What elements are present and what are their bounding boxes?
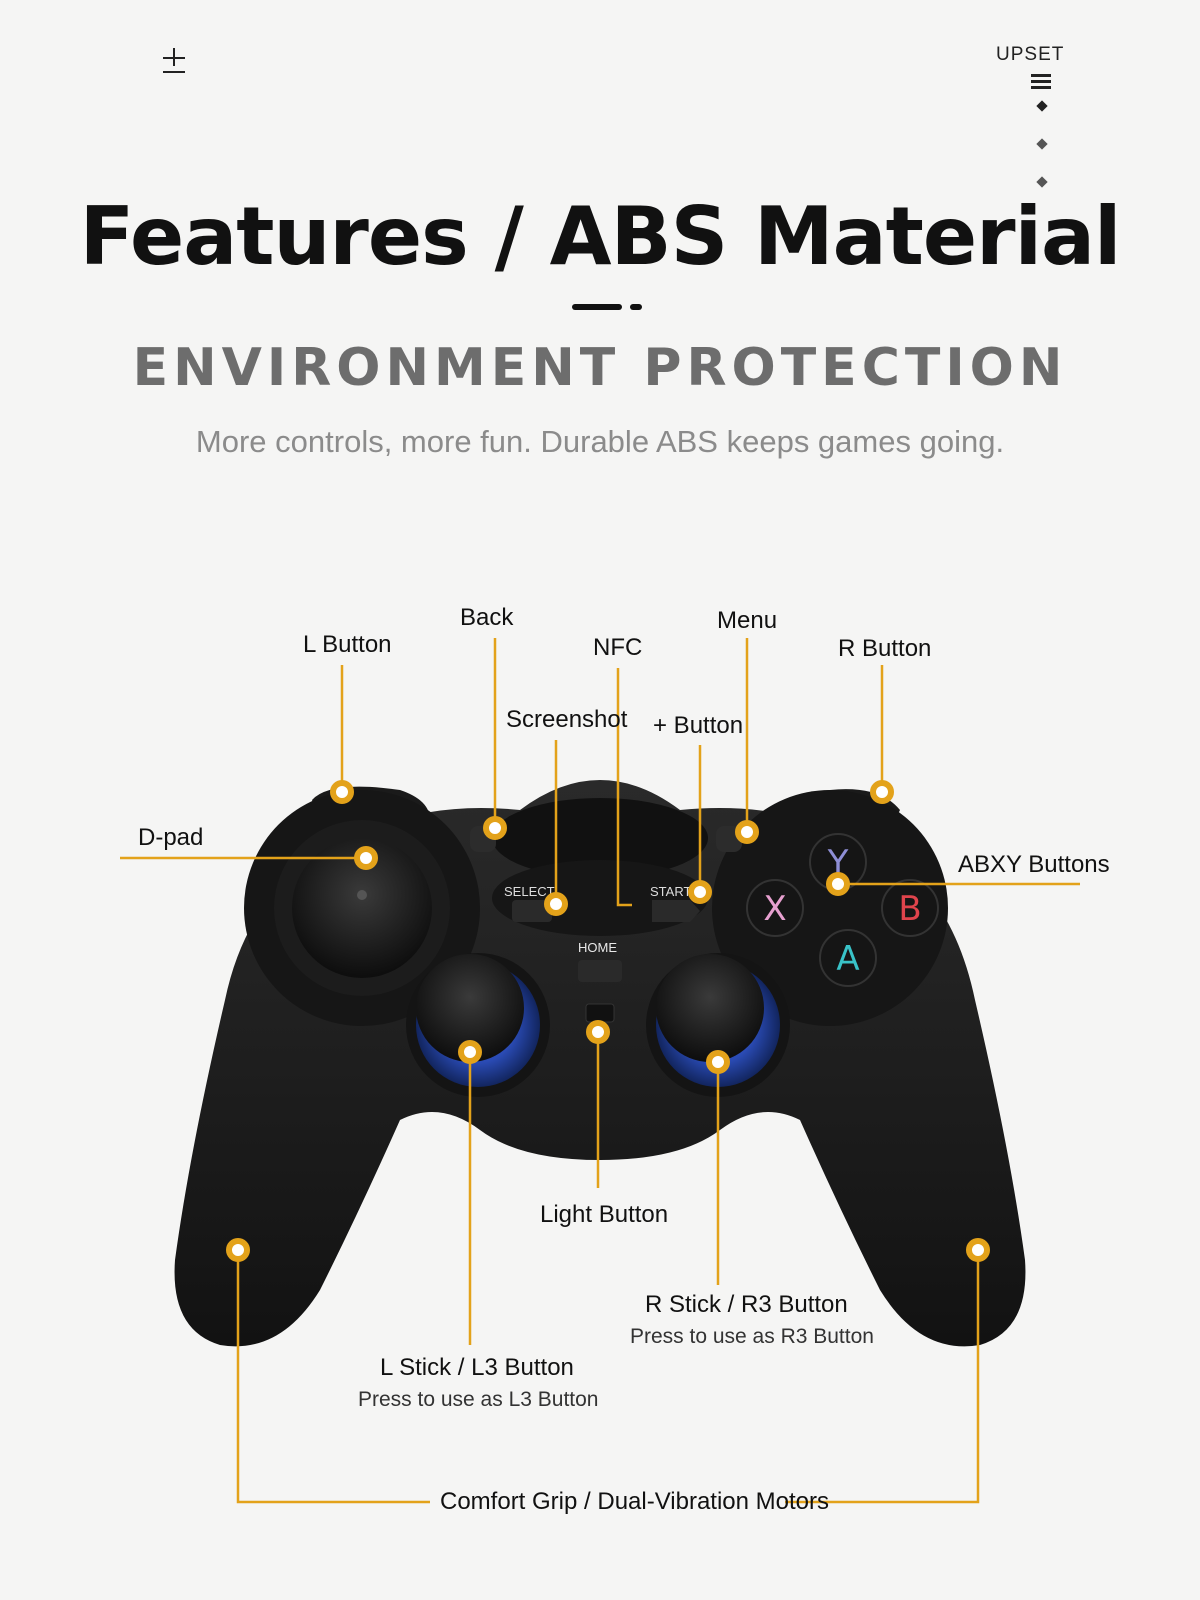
marker-abxy <box>826 872 850 896</box>
label-l-stick-sub: Press to use as L3 Button <box>358 1388 598 1411</box>
label-l-button: L Button <box>303 631 392 658</box>
start-button[interactable]: START <box>650 884 700 922</box>
marker-light <box>586 1020 610 1044</box>
x-label: X <box>763 889 786 929</box>
label-nfc: NFC <box>593 634 642 661</box>
marker-menu <box>735 820 759 844</box>
marker-dots <box>226 780 990 1262</box>
hamburger-menu-icon[interactable] <box>1031 73 1051 91</box>
callout-labels: L Button Back NFC Menu R Button Screensh… <box>138 604 1110 1515</box>
marker-grip-right <box>966 1238 990 1262</box>
label-dpad: D-pad <box>138 824 203 851</box>
a-button[interactable]: A <box>819 929 877 987</box>
page-subtitle: ENVIRONMENT PROTECTION <box>132 338 1068 398</box>
home-button[interactable]: HOME <box>578 940 622 982</box>
label-r-stick-sub: Press to use as R3 Button <box>630 1325 874 1348</box>
title-underline <box>572 304 642 310</box>
label-menu: Menu <box>717 607 777 634</box>
brand-name: UPSET <box>996 44 1065 65</box>
light-button[interactable] <box>585 1003 615 1023</box>
marker-screenshot <box>544 892 568 916</box>
label-r-button: R Button <box>838 635 931 662</box>
label-grip: Comfort Grip / Dual-Vibration Motors <box>440 1488 829 1515</box>
label-screenshot: Screenshot <box>506 706 628 733</box>
page-title: Features / ABS Material <box>79 190 1122 283</box>
marker-grip-left <box>226 1238 250 1262</box>
marker-l-button <box>330 780 354 804</box>
b-button[interactable]: B <box>881 879 939 937</box>
y-label: Y <box>827 843 849 883</box>
label-l-stick: L Stick / L3 Button <box>380 1354 574 1381</box>
marker-l-stick <box>458 1040 482 1064</box>
label-abxy: ABXY Buttons <box>958 851 1110 878</box>
a-label: A <box>836 939 859 979</box>
leader-lines <box>120 638 1080 1504</box>
label-plus-button: + Button <box>653 712 743 739</box>
dpad[interactable] <box>292 838 432 978</box>
plus-minus-icon[interactable] <box>160 46 188 78</box>
label-r-stick: R Stick / R3 Button <box>645 1291 848 1318</box>
select-label: SELECT <box>504 884 555 899</box>
home-label: HOME <box>578 940 617 955</box>
label-back: Back <box>460 604 514 631</box>
controller-body <box>174 780 1026 1347</box>
marker-r-button <box>870 780 894 804</box>
label-light-button: Light Button <box>540 1201 668 1228</box>
marker-back <box>483 816 507 840</box>
page-tagline: More controls, more fun. Durable ABS kee… <box>195 424 1005 459</box>
select-button[interactable]: SELECT <box>504 884 555 922</box>
marker-dpad <box>354 846 378 870</box>
x-button[interactable]: X <box>746 879 804 937</box>
marker-plus <box>688 880 712 904</box>
right-stick[interactable] <box>646 953 790 1097</box>
y-button[interactable]: Y <box>809 833 867 891</box>
marker-r-stick <box>706 1050 730 1074</box>
start-label: START <box>650 884 691 899</box>
b-label: B <box>898 889 921 929</box>
left-stick[interactable] <box>406 953 550 1097</box>
